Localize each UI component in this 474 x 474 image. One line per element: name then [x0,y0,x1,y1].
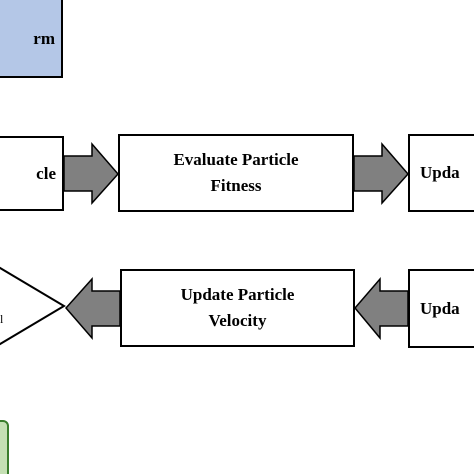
decision-label: l [0,312,4,326]
block-arrow-row2-right [354,276,409,341]
row2-right-box: Upda [408,269,474,348]
row1-left-box: cle [0,136,64,211]
evaluate-box-line1: Evaluate Particle [173,150,299,169]
block-arrow-row1-left [63,141,119,205]
update-particle-velocity-box: Update Particle Velocity [120,269,355,347]
row2-right-box-label: Upda [420,298,460,318]
velocity-box-line2: Velocity [208,311,267,330]
evaluate-particle-fitness-box: Evaluate Particle Fitness [118,134,354,212]
start-box-label: rm [33,29,55,48]
evaluate-box-line2: Fitness [210,176,262,195]
end-box [0,420,9,474]
decision-diamond [0,266,66,346]
block-arrow-row1-right [353,141,409,205]
velocity-box-line1: Update Particle [180,285,295,304]
row1-left-box-label: cle [36,163,56,183]
block-arrow-row2-left [65,277,121,341]
start-box: rm [0,0,63,78]
row1-right-box-label: Upda [420,163,460,182]
row1-right-box: Upda [408,134,474,212]
